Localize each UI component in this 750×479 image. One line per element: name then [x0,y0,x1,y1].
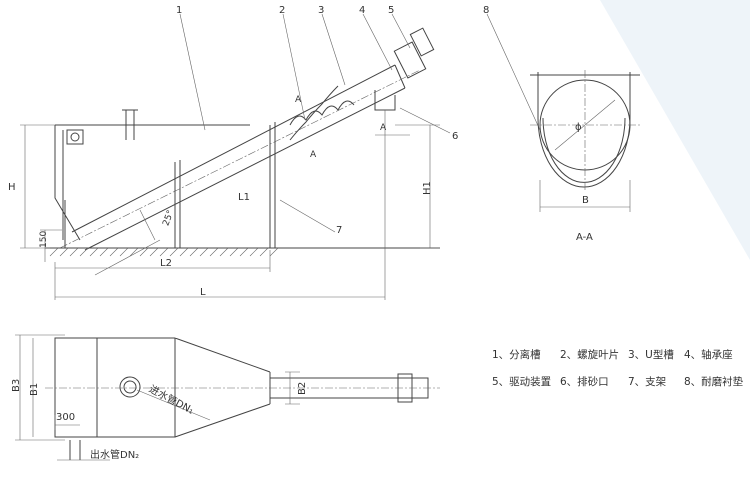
dim-150: 150 [39,231,49,248]
callout-4: 4 [359,5,365,16]
section-mark-a-top: A [295,95,302,105]
dim-a: A [380,123,387,133]
legend-item: 5、驱动装置 [492,376,552,388]
tank-inlet-flange [66,129,84,145]
callout-2: 2 [279,5,285,16]
sand-outlet [374,90,396,111]
dim-b2: B2 [297,382,308,395]
callout-7: 7 [336,225,342,236]
section-label: A-A [576,232,593,243]
dim-h: H [8,182,16,193]
legend-item: 2、螺旋叶片 [560,349,620,361]
screw-blade [289,100,355,126]
legend-item: 4、轴承座 [684,349,733,361]
plan-view: B3 B1 B2 300 进水管DN₁ 出水管DN₂ [11,334,440,461]
background-accent [600,0,750,260]
legend-item: 7、支架 [628,376,667,388]
callout-8: 8 [483,5,489,16]
dim-angle: 25° [161,209,176,227]
dim-b3: B3 [11,379,22,392]
callout-6: 6 [452,131,458,142]
dim-l: L [200,287,206,298]
section-a-a-view: ϕ B A-A [530,70,640,243]
callout-5: 5 [388,5,394,16]
inlet-pipe-label: 进水管DN₁ [147,382,197,417]
u-trough [71,64,406,251]
overflow-pipe [122,109,138,140]
dim-phi: ϕ [575,122,582,133]
callout-1: 1 [176,5,182,16]
tank-plan [54,337,415,438]
drive-motor [393,41,427,79]
separation-tank [54,124,250,241]
dim-b1: B1 [29,383,40,396]
dim-b: B [582,195,589,206]
elevation-view: H 150 H1 L1 L2 L 25° A A A 1 2 3 4 5 6 7… [8,5,541,300]
legend-item: 3、U型槽 [628,349,674,361]
inlet-pipe-flange [119,376,141,398]
dim-l2: L2 [160,258,172,269]
dim-h1: H1 [422,181,433,195]
section-mark-a-bottom: A [310,150,317,160]
support-frame [64,122,276,248]
legend-item: 8、耐磨衬垫 [684,376,744,388]
legend-item: 6、排砂口 [560,376,609,388]
legend-item: 1、分离槽 [492,349,541,361]
dim-l1: L1 [238,192,250,203]
outlet-pipe-label: 出水管DN₂ [90,448,139,461]
callout-3: 3 [318,5,324,16]
dim-300: 300 [56,412,75,423]
